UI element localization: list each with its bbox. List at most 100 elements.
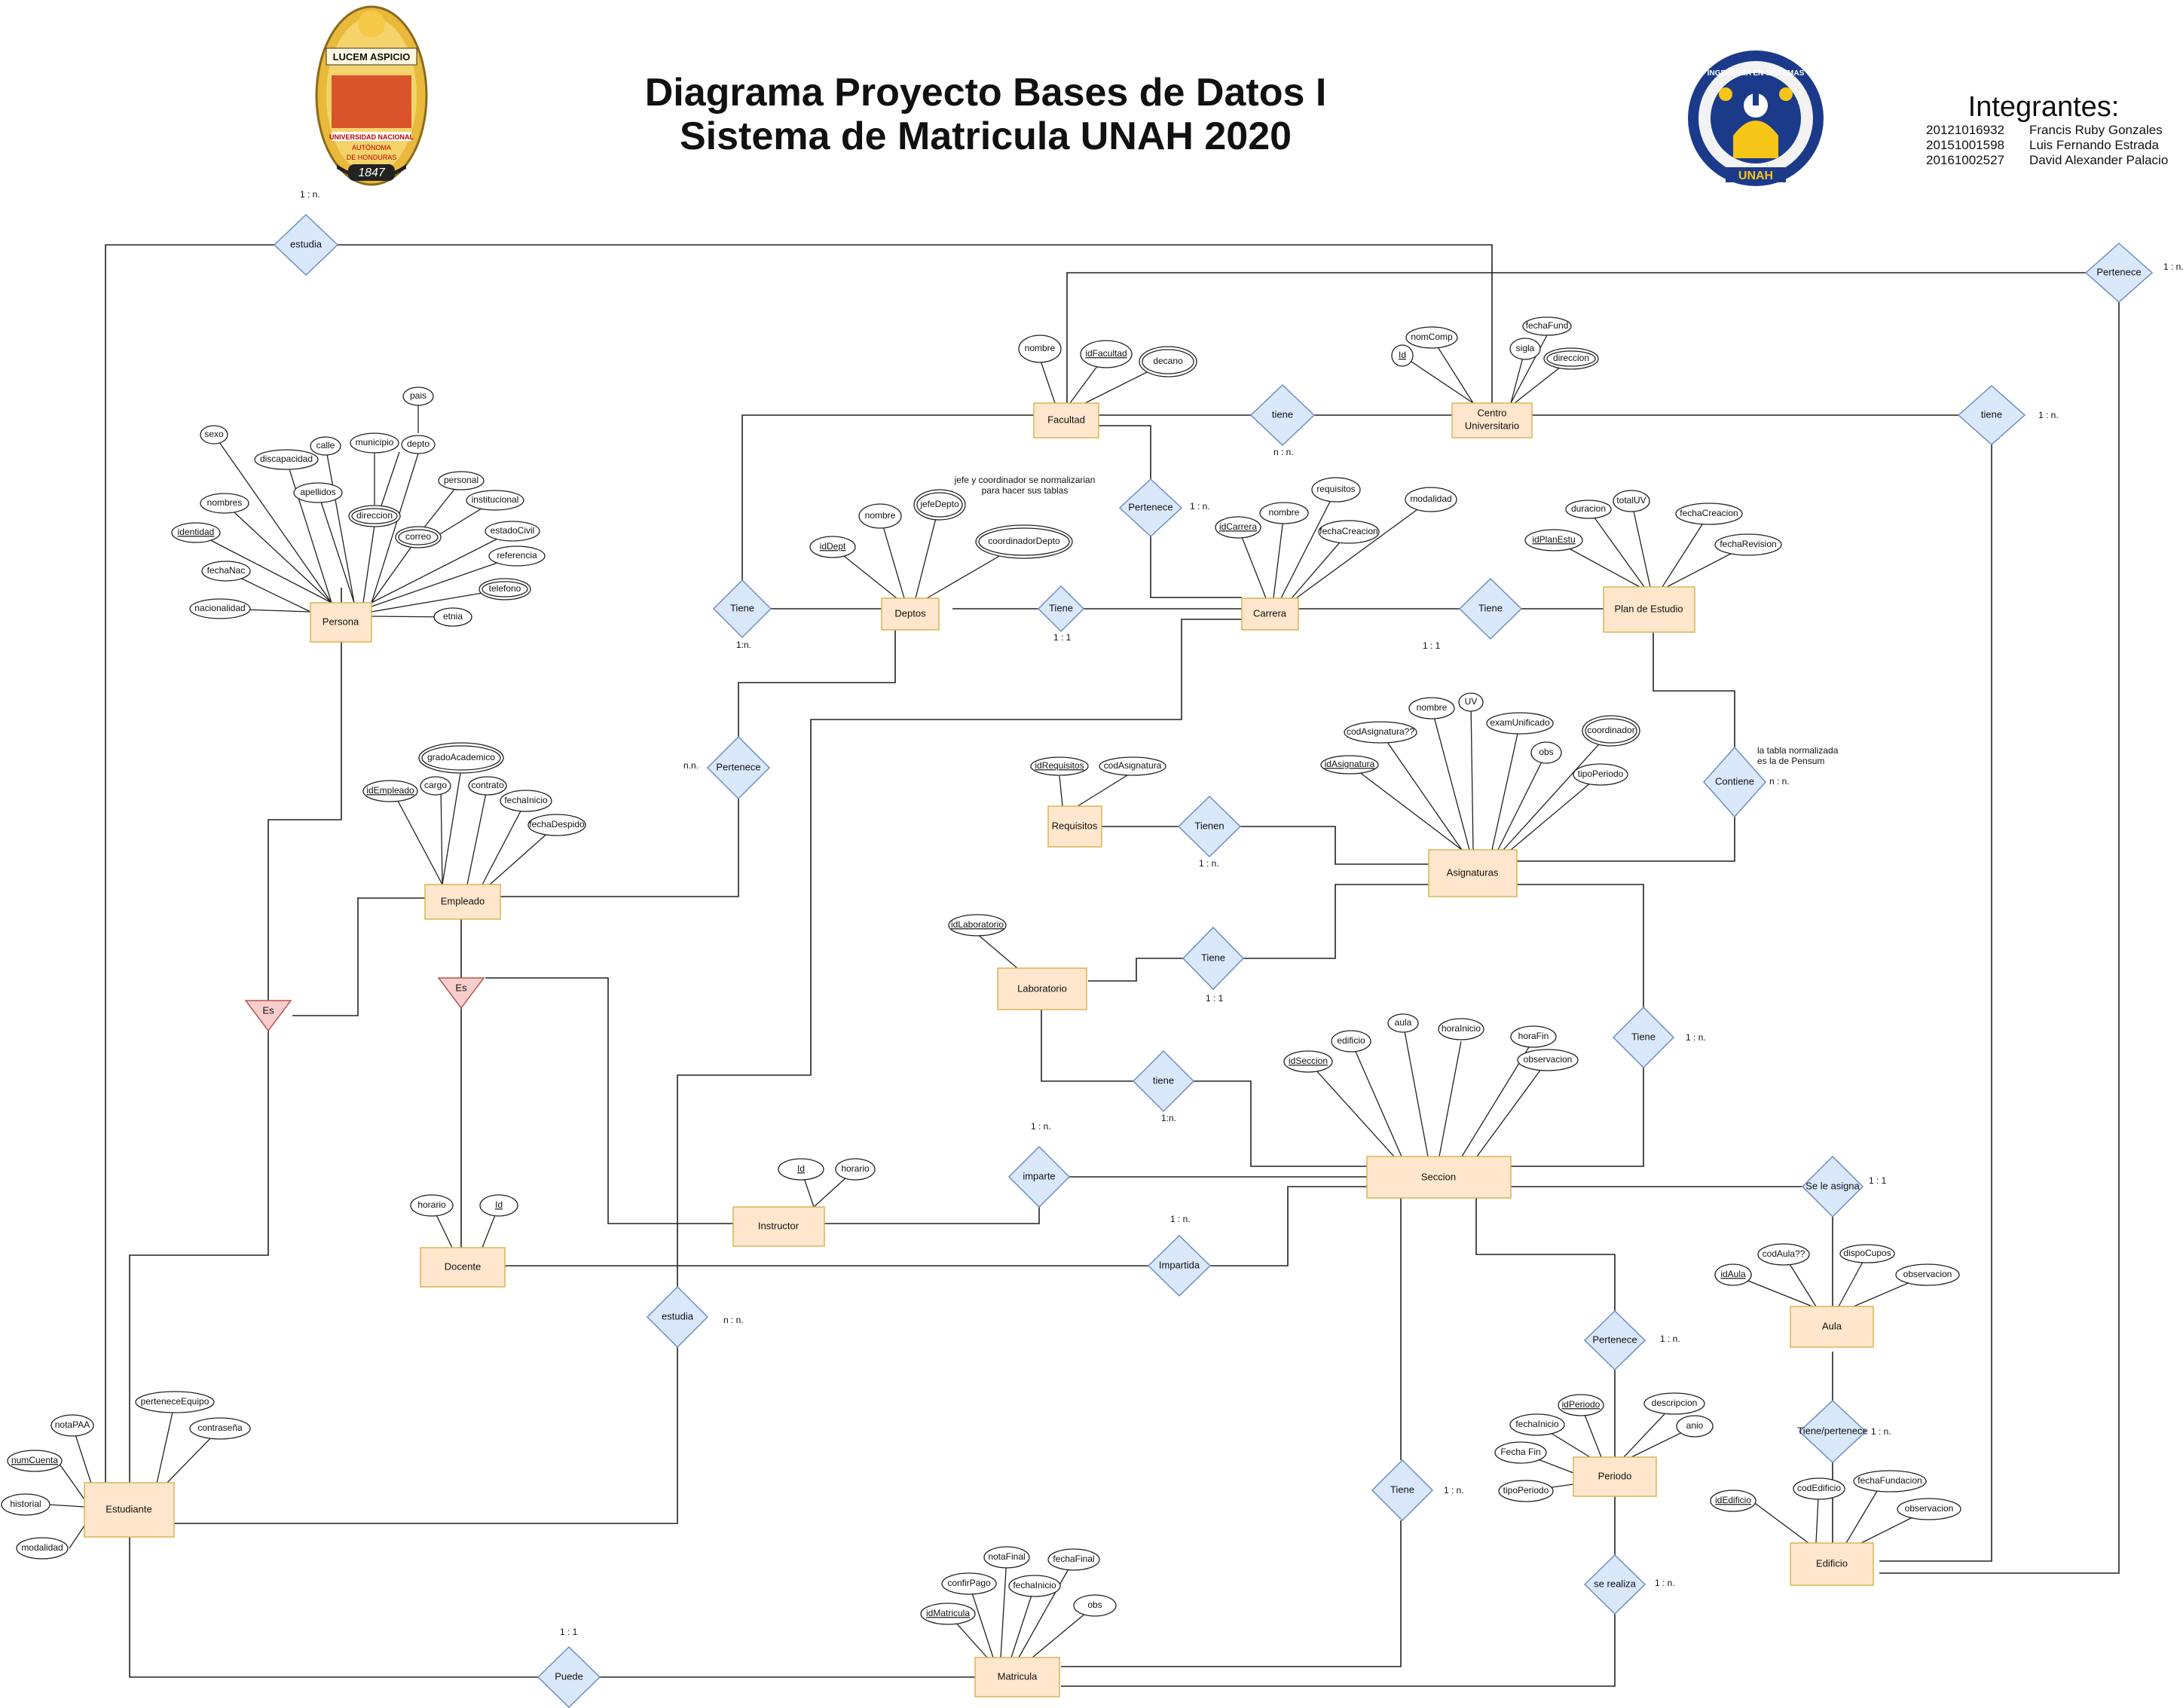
attribute-centro-id[interactable]: Id — [1391, 344, 1414, 367]
attribute-laboratorio-idlaboratorio[interactable]: idLaboratorio — [948, 914, 1007, 936]
attribute-matricula-notafinal[interactable]: notaFinal — [983, 1546, 1030, 1569]
attribute-estudiante-perteneceequipo[interactable]: perteneceEquipo — [135, 1391, 215, 1413]
entity-asignaturas[interactable]: Asignaturas — [1428, 849, 1518, 897]
attribute-requisitos-idrequisitos[interactable]: idRequisitos — [1030, 756, 1089, 776]
attribute-asignaturas-examunificado[interactable]: examUnificado — [1486, 712, 1554, 735]
attribute-facultad-decano[interactable]: decano — [1139, 346, 1197, 377]
attribute-persona-pais[interactable]: pais — [402, 387, 434, 406]
attribute-periodo-fecha-fin[interactable]: Fecha Fin — [1494, 1441, 1547, 1464]
entity-seccion[interactable]: Seccion — [1366, 1156, 1512, 1199]
relationship-pertenece-empleado-deptos[interactable]: Pertenece — [706, 735, 771, 800]
relationship-tiene-centro-edificio[interactable]: tiene — [1957, 384, 2026, 446]
entity-matricula[interactable]: Matricula — [974, 1657, 1060, 1697]
attribute-docente-id[interactable]: Id — [479, 1194, 518, 1217]
attribute-carrera-idcarrera[interactable]: idCarrera — [1215, 516, 1261, 539]
attribute-plan-fecharevision[interactable]: fechaRevision — [1714, 533, 1782, 556]
attribute-edificio-fechafundacion[interactable]: fechaFundacion — [1853, 1470, 1927, 1493]
relationship-tienen[interactable]: Tienen — [1177, 795, 1242, 858]
entity-facultad[interactable]: Facultad — [1033, 402, 1099, 438]
relationship-impartida[interactable]: Impartida — [1147, 1234, 1212, 1297]
relationship-pertenece-facultad-carrera[interactable]: Pertenece — [1118, 478, 1183, 538]
attribute-persona-discapacidad[interactable]: discapacidad — [254, 449, 319, 470]
attribute-requisitos-codasignatura[interactable]: codAsignatura — [1099, 756, 1166, 776]
entity-periodo[interactable]: Periodo — [1573, 1456, 1657, 1497]
attribute-estudiante-notapaa[interactable]: notaPAA — [50, 1414, 94, 1437]
attribute-persona-nombres[interactable]: nombres — [200, 493, 249, 514]
relationship-estudia-estudiante-carrera[interactable]: estudia — [646, 1285, 709, 1349]
attribute-asignaturas-codasignatura[interactable]: codAsignatura?? — [1344, 721, 1417, 744]
attribute-periodo-anio[interactable]: anio — [1676, 1415, 1714, 1438]
attribute-deptos-coordinadordepto[interactable]: coordinadorDepto — [975, 524, 1073, 559]
attribute-plan-idplanestu[interactable]: idPlanEstu — [1524, 529, 1583, 552]
attribute-seccion-aula[interactable]: aula — [1387, 1013, 1419, 1033]
relationship-se-le-asigna[interactable]: Se le asigna — [1801, 1155, 1864, 1218]
attribute-empleado-fechainicio[interactable]: fechaInicio — [500, 790, 552, 812]
attribute-plan-totaluv[interactable]: totalUV — [1613, 490, 1650, 512]
attribute-persona-municipio[interactable]: municipio — [350, 432, 399, 454]
attribute-persona-estadocivil[interactable]: estadoCivil — [485, 521, 540, 542]
attribute-asignaturas-tipoperiodo[interactable]: tipoPeriodo — [1573, 763, 1628, 786]
attribute-deptos-nombre[interactable]: nombre — [858, 503, 902, 529]
attribute-persona-institucional[interactable]: institucional — [466, 490, 524, 511]
relationship-puede[interactable]: Puede — [537, 1645, 601, 1708]
attribute-asignaturas-idasignatura[interactable]: idAsignatura — [1320, 755, 1379, 775]
relationship-tiene-seccion-matricula[interactable]: Tiene — [1371, 1459, 1434, 1522]
attribute-persona-depto[interactable]: depto — [401, 435, 436, 454]
isa-es-persona[interactable]: Es — [244, 1000, 292, 1032]
attribute-persona-apellidos[interactable]: apellidos — [293, 482, 343, 503]
attribute-seccion-idseccion[interactable]: idSeccion — [1283, 1050, 1333, 1073]
attribute-estudiante-numcuenta[interactable]: numCuenta — [7, 1450, 63, 1472]
attribute-centro-nomcomp[interactable]: nomComp — [1405, 326, 1458, 349]
attribute-estudiante-modalidad[interactable]: modalidad — [16, 1537, 69, 1560]
attribute-persona-sexo[interactable]: sexo — [200, 425, 228, 445]
attribute-persona-referencia[interactable]: referencia — [488, 545, 546, 567]
attribute-aula-observacion[interactable]: observacion — [1895, 1263, 1960, 1286]
attribute-empleado-fechadespido[interactable]: fechaDespido — [527, 814, 586, 836]
attribute-carrera-fechacreacion[interactable]: fechaCreacion — [1318, 520, 1380, 544]
entity-plan-de-estudio[interactable]: Plan de Estudio — [1603, 586, 1695, 633]
attribute-matricula-idmatricula[interactable]: idMatricula — [920, 1603, 976, 1625]
attribute-periodo-idperiodo[interactable]: idPeriodo — [1558, 1394, 1604, 1416]
attribute-edificio-idedificio[interactable]: idEdificio — [1710, 1490, 1756, 1512]
attribute-seccion-horainicio[interactable]: horaInicio — [1438, 1018, 1484, 1040]
relationship-estudia-top[interactable]: estudia — [273, 213, 339, 277]
entity-carrera[interactable]: Carrera — [1241, 597, 1299, 631]
relationship-tiene-laboratorio-seccion[interactable]: tiene — [1132, 1050, 1195, 1113]
relationship-tiene-facultad-deptos[interactable]: Tiene — [712, 579, 772, 639]
attribute-instructor-id[interactable]: Id — [778, 1158, 824, 1181]
relationship-imparte[interactable]: imparte — [1007, 1145, 1071, 1208]
entity-persona[interactable]: Persona — [310, 602, 372, 643]
attribute-centro-direccion[interactable]: direccion — [1543, 347, 1599, 370]
attribute-persona-fechanac[interactable]: fechaNac — [201, 561, 251, 582]
attribute-seccion-horafin[interactable]: horaFin — [1510, 1025, 1557, 1048]
entity-requisitos[interactable]: Requisitos — [1047, 805, 1102, 848]
attribute-persona-correo[interactable]: correo — [395, 526, 442, 548]
attribute-seccion-observacion[interactable]: observacion — [1517, 1049, 1579, 1071]
relationship-contiene[interactable]: Contiene — [1702, 746, 1767, 818]
attribute-aula-dispocupos[interactable]: dispoCupos — [1839, 1244, 1895, 1263]
attribute-edificio-codedificio[interactable]: codEdificio — [1793, 1477, 1845, 1500]
entity-aula[interactable]: Aula — [1790, 1306, 1874, 1348]
attribute-centro-sigla[interactable]: sigla — [1509, 338, 1541, 360]
attribute-aula-codaula[interactable]: codAula?? — [1757, 1243, 1810, 1266]
attribute-periodo-tipoperiodo[interactable]: tipoPeriodo — [1498, 1480, 1554, 1502]
attribute-deptos-jefedepto[interactable]: jefeDepto — [913, 489, 966, 521]
attribute-empleado-idempleado[interactable]: idEmpleado — [362, 780, 418, 802]
attribute-persona-etnia[interactable]: etnia — [433, 607, 472, 627]
attribute-matricula-confirpago[interactable]: confirPago — [941, 1572, 997, 1595]
attribute-facultad-nombre[interactable]: nombre — [1018, 335, 1062, 363]
entity-edificio[interactable]: Edificio — [1790, 1542, 1874, 1586]
attribute-empleado-gradoacademico[interactable]: gradoAcademico — [418, 742, 504, 774]
attribute-asignaturas-nombre[interactable]: nombre — [1408, 697, 1455, 720]
entity-docente[interactable]: Docente — [420, 1247, 506, 1288]
attribute-asignaturas-uv[interactable]: UV — [1458, 692, 1484, 712]
relationship-tiene-asignaturas-seccion[interactable]: Tiene — [1612, 1006, 1675, 1069]
attribute-estudiante-contrase-a[interactable]: contraseña — [189, 1417, 251, 1440]
attribute-carrera-nombre[interactable]: nombre — [1259, 502, 1309, 524]
attribute-carrera-requisitos[interactable]: requisitos — [1311, 477, 1361, 503]
attribute-carrera-modalidad[interactable]: modalidad — [1405, 487, 1457, 512]
attribute-asignaturas-coordinador[interactable]: coordinador — [1582, 715, 1640, 747]
attribute-asignaturas-obs[interactable]: obs — [1530, 741, 1562, 764]
attribute-plan-duracion[interactable]: duracion — [1565, 500, 1612, 519]
